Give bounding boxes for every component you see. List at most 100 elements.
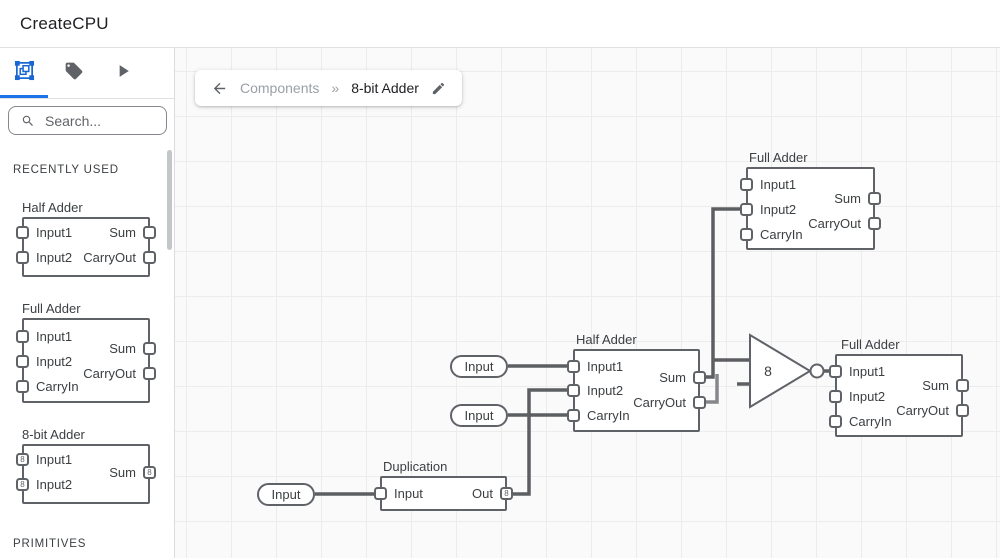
port[interactable] (740, 203, 753, 216)
tab-run[interactable] (98, 48, 147, 98)
port (143, 226, 156, 239)
breadcrumb-parent[interactable]: Components (240, 80, 320, 96)
port-8bit: 8 (16, 478, 29, 491)
port-label: Input1 (760, 177, 797, 192)
port-label: CarryOut (83, 250, 136, 265)
port-label: Input1 (36, 225, 73, 240)
preview-full-adder[interactable]: Input1 Input2 CarryIn Sum CarryOut (16, 318, 156, 403)
port (16, 251, 29, 264)
node-input-pill[interactable]: Input (257, 483, 315, 506)
port-label: Input1 (36, 329, 73, 344)
port[interactable] (829, 415, 842, 428)
preview-title: Half Adder (22, 200, 83, 215)
port-label: CarryIn (587, 408, 630, 423)
port-8bit: 8 (16, 453, 29, 466)
port[interactable] (567, 409, 580, 422)
port-label: CarryIn (849, 414, 892, 429)
port-label: CarryOut (83, 366, 136, 381)
node-half-adder[interactable]: Half Adder Input1 Input2 CarryIn Sum Car… (567, 333, 706, 432)
wire[interactable] (705, 374, 719, 404)
node-full-adder-top[interactable]: Full Adder Input1 Input2 CarryIn Sum Car… (740, 151, 881, 250)
preview-title: Full Adder (22, 301, 81, 316)
port[interactable] (374, 487, 387, 500)
inverter-bubble (809, 363, 825, 379)
port-label: Out (472, 486, 493, 501)
port[interactable] (868, 192, 881, 205)
back-button[interactable] (211, 80, 228, 97)
port-label: Input2 (760, 202, 797, 217)
node-title: Duplication (383, 459, 448, 474)
port[interactable] (567, 360, 580, 373)
port-label: Sum (834, 191, 861, 206)
wires-layer: 8 (315, 207, 831, 496)
port (143, 367, 156, 380)
port-label: CarryOut (633, 395, 686, 410)
port-label: Input1 (849, 364, 886, 379)
port (143, 251, 156, 264)
node-title: Half Adder (576, 332, 637, 347)
edit-button[interactable] (431, 81, 446, 96)
app-header: CreateCPU (0, 0, 1000, 48)
wire[interactable] (705, 207, 741, 379)
port-label: Input2 (849, 389, 886, 404)
not-gate-node[interactable]: 8 (749, 333, 825, 409)
port-label: Sum (109, 341, 136, 356)
port-8bit[interactable]: 8 (500, 487, 513, 500)
tab-labels[interactable] (49, 48, 98, 98)
port-label: Input2 (36, 250, 73, 265)
node-input-pill[interactable]: Input (450, 404, 508, 427)
port (143, 342, 156, 355)
port[interactable] (829, 365, 842, 378)
components-icon (14, 60, 35, 86)
active-tab-indicator (0, 95, 48, 98)
gate-bits-label: 8 (764, 363, 772, 379)
port[interactable] (740, 228, 753, 241)
port[interactable] (693, 371, 706, 384)
port[interactable] (693, 396, 706, 409)
port-label: Sum (109, 225, 136, 240)
port[interactable] (567, 384, 580, 397)
port (16, 380, 29, 393)
wire[interactable] (513, 388, 571, 496)
preview-half-adder[interactable]: Input1 Input2 Sum CarryOut (16, 217, 156, 277)
port-label: Input1 (36, 452, 73, 467)
port (16, 330, 29, 343)
port-label: Input2 (587, 383, 624, 398)
node-full-adder-right[interactable]: Full Adder Input1 Input2 CarryIn Sum Car… (829, 338, 969, 437)
port[interactable] (868, 217, 881, 230)
port-label: Sum (922, 378, 949, 393)
port-label: Sum (659, 370, 686, 385)
circuit-canvas[interactable]: Components » 8-bit Adder (175, 48, 1000, 558)
component-sidebar: RECENTLY USED Half Adder Input1 Input2 S… (0, 48, 175, 558)
node-title: Full Adder (841, 337, 900, 352)
section-primitives: PRIMITIVES (13, 538, 87, 550)
port-label: CarryOut (808, 216, 861, 231)
pencil-icon (432, 82, 445, 94)
port[interactable] (956, 379, 969, 392)
sidebar-search (8, 106, 167, 135)
port-label: CarryIn (760, 227, 803, 242)
port[interactable] (740, 178, 753, 191)
arrow-left-icon (213, 82, 226, 94)
node-input-pill[interactable]: Input (450, 355, 508, 378)
port[interactable] (956, 404, 969, 417)
port-label: CarryOut (896, 403, 949, 418)
preview-title: 8-bit Adder (22, 427, 85, 442)
sidebar-scrollbar[interactable] (167, 150, 172, 250)
breadcrumb-separator: » (331, 80, 340, 96)
search-icon (22, 115, 33, 126)
port (16, 355, 29, 368)
page-title: CreateCPU (20, 13, 109, 33)
section-recently-used: RECENTLY USED (13, 164, 119, 176)
port-8bit: 8 (143, 466, 156, 479)
search-input[interactable] (8, 106, 167, 135)
tag-icon (64, 61, 84, 86)
tab-components[interactable] (0, 48, 49, 98)
port[interactable] (829, 390, 842, 403)
breadcrumb-current: 8-bit Adder (351, 80, 419, 96)
port-label: Input1 (587, 359, 624, 374)
port (16, 226, 29, 239)
